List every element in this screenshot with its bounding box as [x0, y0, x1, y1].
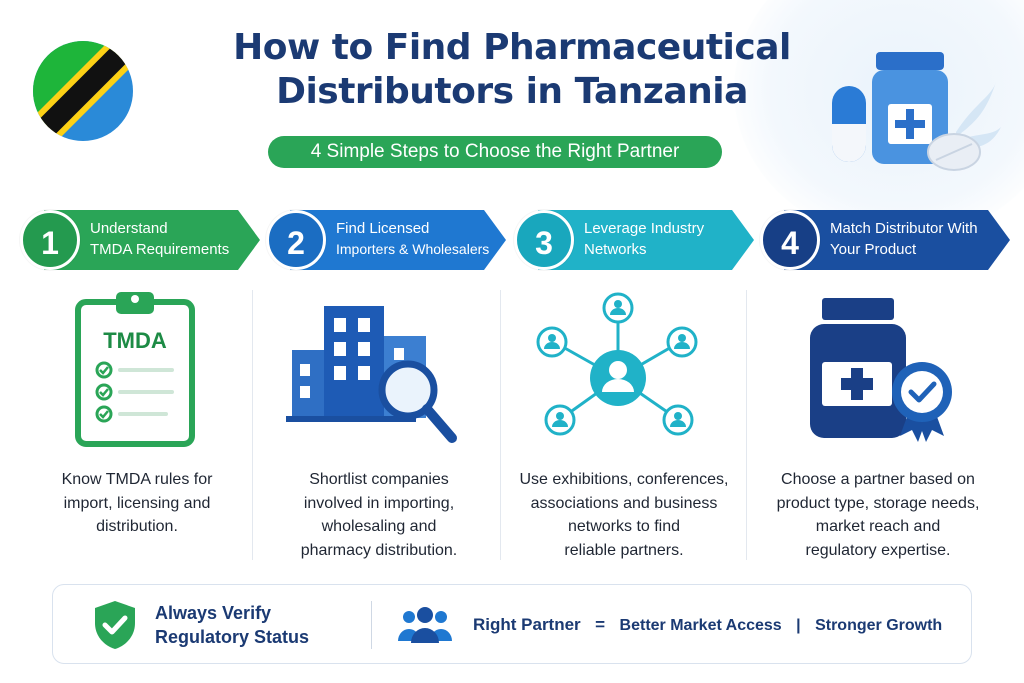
step-4-label-line-2: Your Product [830, 241, 917, 258]
page-title: How to Find Pharmaceutical Distributors … [150, 26, 874, 114]
step-2-label-line-1: Find Licensed [336, 220, 430, 237]
pharmacy-illustration-icon [832, 52, 1001, 171]
step-1-label-line-1: Understand [90, 220, 168, 237]
step-4-arrow [784, 210, 1010, 270]
step-2: 2 Find Licensed Importers & Wholesalers [266, 210, 506, 270]
step-4-desc-line: regulatory expertise. [805, 541, 951, 559]
team-people-icon [398, 607, 452, 643]
footer-separator [371, 601, 372, 649]
step-1-desc-line: import, licensing and [63, 494, 211, 512]
verify-line-1: Always Verify [155, 603, 272, 623]
step-4-label-line-1: Match Distributor With [830, 220, 978, 237]
step-3-desc-line: Use exhibitions, conferences, [519, 471, 729, 488]
step-1-desc-line: distribution. [96, 518, 178, 535]
step-3-desc-line: reliable partners. [564, 541, 684, 559]
step-4: 4 Match Distributor With Your Product [760, 210, 1010, 270]
step-2-label-line-2: Importers & Wholesalers [336, 241, 490, 257]
column-divider [746, 290, 747, 560]
title-line-2: Distributors in Tanzania [276, 71, 748, 112]
step-4-description: Choose a partner based on product type, … [758, 468, 998, 562]
step-3-desc-line: associations and business [530, 494, 718, 512]
step-3-number: 3 [514, 210, 574, 270]
bar-separator: | [796, 617, 801, 634]
clipboard-label: TMDA [103, 328, 167, 353]
step-2-desc-line: pharmacy distribution. [300, 541, 458, 559]
column-divider [500, 290, 501, 560]
equals-sign: = [595, 615, 606, 634]
step-1-desc-line: Know TMDA rules for [61, 471, 213, 488]
step-4-desc-line: product type, storage needs, [776, 494, 980, 512]
shield-check-icon [95, 601, 135, 649]
subtitle-pill: 4 Simple Steps to Choose the Right Partn… [268, 136, 722, 168]
step-3-label-line-2: Networks [584, 241, 647, 258]
step-2-number: 2 [266, 210, 326, 270]
step-4-desc-line: Choose a partner based on [781, 471, 975, 488]
step-2-label: Find Licensed Importers & Wholesalers [336, 218, 489, 260]
clipboard-checklist-icon: TMDA [75, 292, 195, 447]
footer-banner: Always Verify Regulatory Status Right Pa… [52, 584, 972, 664]
verify-line-2: Regulatory Status [155, 627, 310, 647]
step-2-description: Shortlist companies involved in importin… [264, 468, 494, 562]
step-3-arrow [538, 210, 754, 270]
column-divider [252, 290, 253, 560]
step-1: 1 Understand TMDA Requirements [20, 210, 260, 270]
step-1-description: Know TMDA rules for import, licensing an… [22, 468, 252, 539]
step-1-number: 1 [20, 210, 80, 270]
tanzania-flag-icon [33, 41, 133, 141]
step-2-desc-line: wholesaling and [321, 518, 437, 535]
right-partner-text: Right Partner = Better Market Access | S… [473, 615, 952, 635]
step-1-label: Understand TMDA Requirements [90, 218, 229, 260]
step-1-arrow [44, 210, 260, 270]
title-line-1: How to Find Pharmaceutical [233, 27, 791, 68]
stronger-growth-label: Stronger Growth [815, 617, 943, 634]
step-2-arrow [290, 210, 506, 270]
step-3: 3 Leverage Industry Networks [514, 210, 754, 270]
step-3-label-line-1: Leverage Industry [584, 220, 705, 237]
step-4-desc-line: market reach and [815, 518, 941, 535]
verify-status-text: Always Verify Regulatory Status [155, 601, 309, 649]
network-people-icon [536, 292, 698, 436]
right-partner-label: Right Partner [473, 615, 581, 634]
building-search-icon [286, 306, 457, 443]
step-3-label: Leverage Industry Networks [584, 218, 704, 260]
step-1-label-line-2: TMDA Requirements [90, 241, 230, 258]
better-access-label: Better Market Access [619, 617, 782, 634]
medicine-bottle-badge-icon [810, 298, 952, 442]
step-4-number: 4 [760, 210, 820, 270]
step-2-desc-line: involved in importing, [303, 494, 455, 512]
step-3-desc-line: networks to find [567, 518, 681, 535]
step-3-description: Use exhibitions, conferences, associatio… [504, 468, 744, 562]
step-2-desc-line: Shortlist companies [309, 471, 449, 488]
step-4-label: Match Distributor With Your Product [830, 218, 978, 260]
